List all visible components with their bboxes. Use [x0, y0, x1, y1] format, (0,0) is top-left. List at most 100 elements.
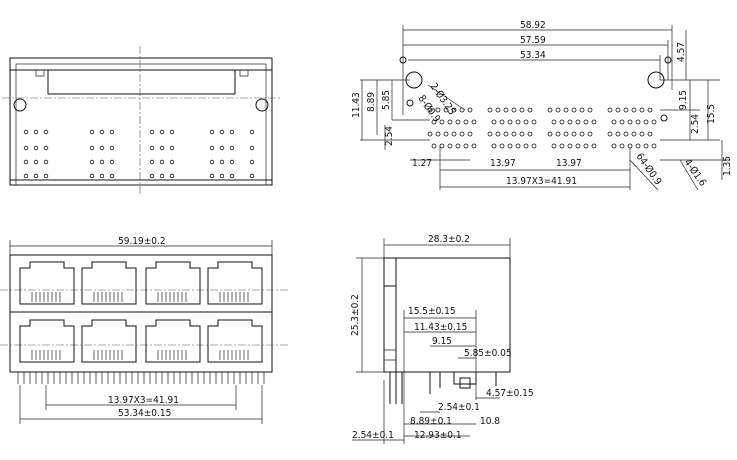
pcb-hole [431, 119, 437, 125]
pcb-hole [635, 143, 641, 149]
pcb-hole [515, 119, 521, 125]
dim-2-54-left: 2.54 [384, 126, 395, 146]
rj45-port [19, 261, 75, 305]
pcb-hole [643, 119, 649, 125]
dim-2-54-side-a: 2.54±0.1 [438, 402, 480, 413]
pcb-hole [507, 119, 513, 125]
pcb-hole [639, 131, 645, 137]
pin-dot [23, 129, 29, 135]
pin-dot [169, 173, 175, 179]
pin-dot [109, 145, 115, 151]
pcb-hole [459, 107, 465, 113]
front-dimension-labels: 59.19±0.2 13.97X3=41.91 53.34±0.15 [108, 236, 179, 419]
front-view [0, 240, 290, 424]
pcb-hole [631, 107, 637, 113]
pcb-hole [575, 143, 581, 149]
pcb-hole [439, 119, 445, 125]
pcb-hole [451, 107, 457, 113]
rj45-port [81, 261, 137, 305]
pin-dot [219, 145, 225, 151]
pin-dot [209, 173, 215, 179]
pin-dot [209, 145, 215, 151]
pcb-hole [607, 131, 613, 137]
pin-dot [33, 145, 39, 151]
pcb-hole [635, 119, 641, 125]
pcb-hole [427, 131, 433, 137]
dim-4-57: 4.57 [676, 42, 687, 62]
pcb-hole [647, 107, 653, 113]
dim-4-57-side: 4.57±0.15 [486, 388, 534, 399]
pcb-hole [623, 107, 629, 113]
pcb-hole [455, 143, 461, 149]
pin-dot [33, 129, 39, 135]
side-view [352, 238, 511, 444]
dim-58-92: 58.92 [520, 20, 546, 31]
pcb-hole [555, 107, 561, 113]
pcb-hole [487, 131, 493, 137]
pin-dot [23, 159, 29, 165]
pcb-hole [623, 131, 629, 137]
pin-dot [33, 159, 39, 165]
pin-dot [23, 145, 29, 151]
pin-dot [169, 145, 175, 151]
dim-59-19: 59.19±0.2 [118, 236, 166, 247]
pcb-hole [651, 119, 657, 125]
dim-2-54-right: 2.54 [690, 114, 701, 134]
dim-10-8-side: 10.8 [480, 416, 500, 427]
dim-1-27: 1.27 [412, 158, 432, 169]
pcb-hole [463, 143, 469, 149]
pcb-layout-view [360, 25, 730, 191]
pcb-hole [467, 131, 473, 137]
pcb-hole [619, 119, 625, 125]
pcb-hole [435, 131, 441, 137]
pcb-hole [495, 107, 501, 113]
dim-5-85-side: 5.85±0.05 [464, 348, 512, 359]
pin-dot [209, 159, 215, 165]
pcb-hole [551, 119, 557, 125]
pin-dot [99, 145, 105, 151]
dim-28-3: 28.3±0.2 [428, 234, 470, 245]
pin-dot [89, 159, 95, 165]
pcb-hole [531, 119, 537, 125]
pcb-hole [579, 131, 585, 137]
pin-dot [89, 173, 95, 179]
pcb-hole [559, 119, 565, 125]
pcb-hole [639, 107, 645, 113]
dim-13-97-b: 13.97 [556, 158, 582, 169]
pcb-hole [575, 119, 581, 125]
dim-2-54-side-b: 2.54±0.1 [352, 430, 394, 441]
pcb-hole [579, 107, 585, 113]
dim-11-43-side: 11.43±0.15 [414, 322, 467, 333]
pcb-hole [551, 143, 557, 149]
pin-dot [99, 159, 105, 165]
pcb-hole [547, 131, 553, 137]
pcb-hole [487, 107, 493, 113]
pin-dot [43, 129, 49, 135]
dim-5-85: 5.85 [381, 90, 392, 110]
pcb-hole [443, 107, 449, 113]
pcb-hole [615, 107, 621, 113]
dim-12-93-side: 12.93±0.1 [414, 430, 462, 441]
pcb-hole [431, 143, 437, 149]
pin-dot [219, 159, 225, 165]
dim-15-5-side: 15.5±0.15 [408, 306, 456, 317]
pin-dot [99, 173, 105, 179]
pcb-hole [583, 143, 589, 149]
note-4-holes: 4-Ø1.6 [682, 157, 709, 189]
pin-dot [149, 173, 155, 179]
pin-dot [209, 129, 215, 135]
pcb-hole [515, 143, 521, 149]
pin-dot [169, 129, 175, 135]
rj45-port [19, 319, 75, 363]
dim-8-89-side: 8.89±0.1 [410, 416, 452, 427]
pcb-hole [451, 131, 457, 137]
pin-dot [159, 173, 165, 179]
pcb-hole [503, 107, 509, 113]
pcb-hole [563, 131, 569, 137]
dim-9-15: 9.15 [678, 90, 689, 110]
pin-dot [249, 145, 255, 151]
pcb-hole [491, 143, 497, 149]
pcb-hole [523, 143, 529, 149]
dim-1-35: 1.35 [722, 156, 733, 176]
pcb-hole [467, 107, 473, 113]
